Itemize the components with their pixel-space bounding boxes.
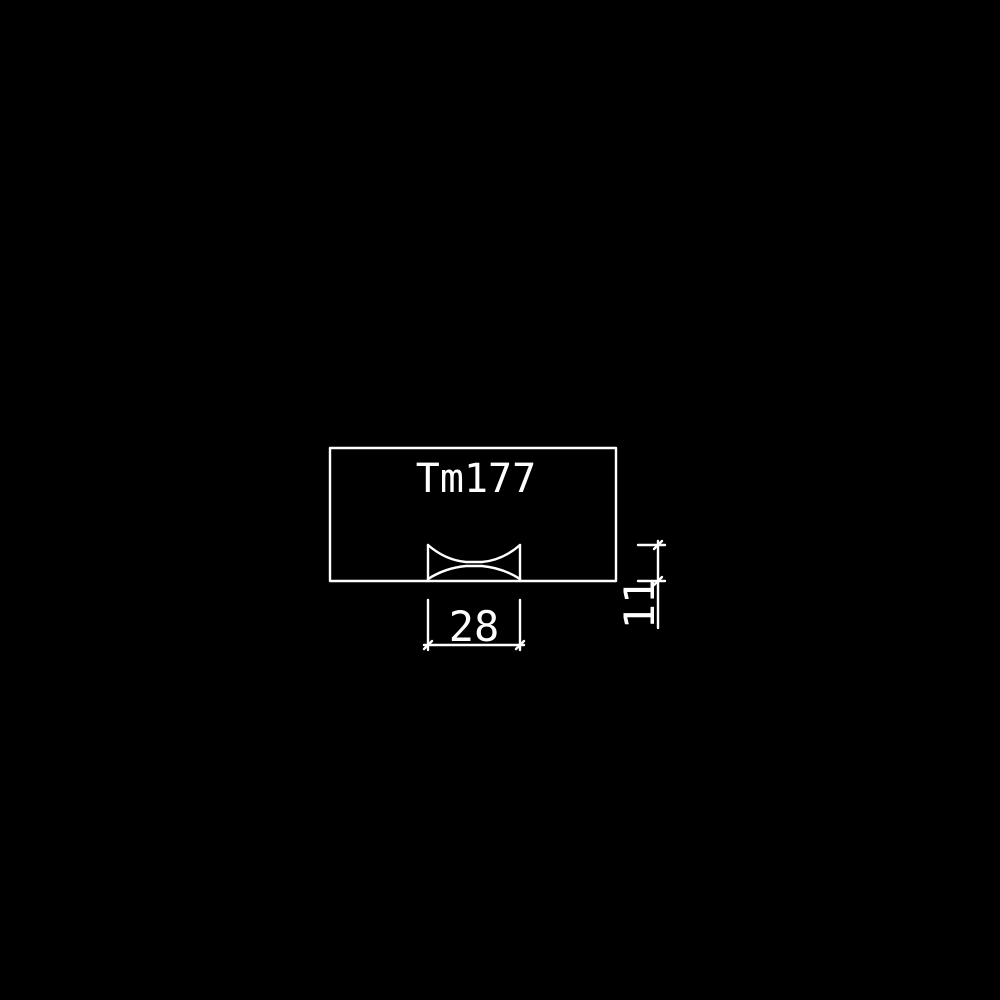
height-dimension-label: 11 [615, 579, 664, 630]
profile-name: Tm177 [416, 456, 536, 502]
width-tick-left [422, 639, 434, 651]
profile-outline [328, 446, 618, 583]
groove-lower-curve [426, 564, 522, 581]
height-tick-bottom [652, 575, 664, 587]
width-tick-right [514, 639, 526, 651]
width-dimension: 28 [422, 598, 526, 652]
groove-symbol [426, 543, 522, 583]
height-dimension: 11 [615, 539, 667, 630]
groove-upper-curve [426, 543, 522, 564]
width-dimension-label: 28 [449, 602, 500, 651]
height-tick-top [652, 539, 664, 551]
